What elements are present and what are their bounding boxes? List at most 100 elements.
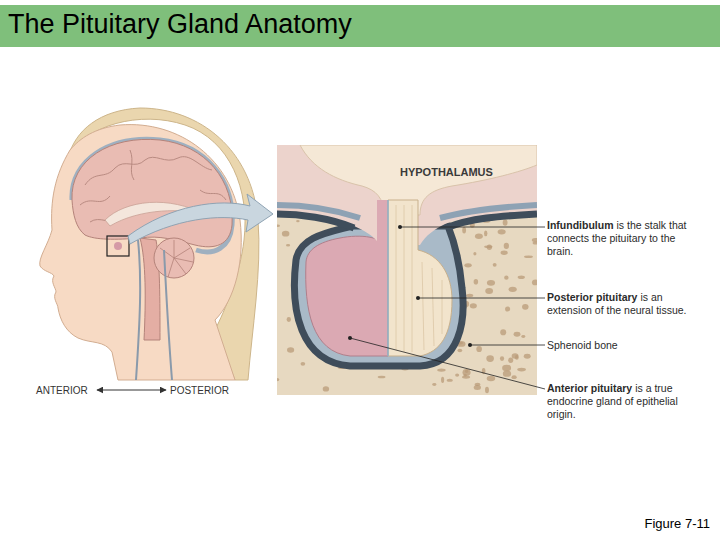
label-text: HYPOTHALAMUS bbox=[400, 166, 493, 178]
stalk-divider bbox=[387, 200, 389, 356]
bone-pore bbox=[509, 287, 517, 292]
bone-pore bbox=[484, 245, 492, 248]
bone-pore bbox=[464, 263, 471, 267]
leader-dot bbox=[398, 225, 402, 229]
bone-pore bbox=[512, 375, 517, 379]
bone-pore bbox=[502, 365, 511, 372]
zoom-arrow bbox=[128, 194, 273, 244]
bone-pore bbox=[500, 329, 506, 335]
pituitary-small bbox=[114, 242, 122, 250]
leader-line bbox=[400, 227, 545, 228]
spinal-canal bbox=[136, 240, 172, 380]
bone-pore bbox=[287, 347, 294, 353]
bone-pore bbox=[493, 263, 497, 267]
bone-pore bbox=[500, 356, 504, 361]
bone-pore bbox=[474, 385, 481, 390]
term-label: Anterior pituitary bbox=[547, 382, 632, 394]
bone-pore bbox=[503, 370, 511, 376]
bone-pore bbox=[508, 358, 513, 363]
bone-pore bbox=[286, 244, 290, 247]
text-block: Sphenoid bone bbox=[547, 339, 697, 352]
sphenoid-bone bbox=[277, 195, 537, 395]
bone-pore bbox=[277, 224, 280, 226]
cerebellum bbox=[154, 238, 194, 278]
pars-tuberalis bbox=[377, 200, 388, 260]
bone-pore bbox=[487, 280, 495, 286]
bone-pore bbox=[287, 317, 291, 322]
bone-pore bbox=[521, 335, 525, 338]
slide-title: The Pituitary Gland Anatomy bbox=[8, 9, 352, 40]
bone-pore bbox=[503, 219, 508, 225]
bone-pore bbox=[301, 362, 306, 366]
term-label: Posterior pituitary bbox=[547, 291, 637, 303]
bone-pore bbox=[504, 276, 508, 280]
bone-pore bbox=[518, 276, 525, 280]
bone-pore bbox=[501, 251, 508, 255]
bone-pore bbox=[462, 227, 466, 234]
title-bar bbox=[0, 5, 720, 47]
bone-pore bbox=[474, 279, 478, 285]
zoom-box bbox=[107, 236, 129, 256]
bone-pore bbox=[441, 377, 444, 383]
term-label: Infundibulum bbox=[547, 219, 613, 231]
leader-dot bbox=[416, 296, 420, 300]
text-block: Infundibulumis the stalk that connects t… bbox=[547, 219, 697, 258]
bone-pore bbox=[470, 303, 477, 308]
text-block: Posterior pituitaryis an extension of th… bbox=[547, 291, 697, 317]
skull bbox=[72, 139, 232, 252]
bone-pore bbox=[524, 255, 533, 258]
bone-pore bbox=[462, 369, 470, 376]
leader-dot bbox=[468, 343, 472, 347]
direction-arrow bbox=[97, 390, 166, 391]
bone-pore bbox=[296, 220, 300, 222]
bone-pores bbox=[277, 199, 537, 394]
label-text: POSTERIOR bbox=[170, 385, 229, 396]
bone-pore bbox=[498, 229, 506, 234]
bone-pore bbox=[455, 373, 459, 376]
bone-pore bbox=[532, 238, 537, 242]
bone-pore bbox=[378, 376, 386, 378]
bone-pore bbox=[522, 304, 529, 310]
bone-pore bbox=[277, 378, 279, 381]
leader-line bbox=[418, 298, 545, 299]
gyri bbox=[85, 157, 212, 185]
bone-pore bbox=[475, 233, 483, 238]
bone-pore bbox=[457, 349, 462, 353]
head-profile bbox=[40, 125, 242, 380]
bone-pore bbox=[432, 383, 436, 386]
bone-pore bbox=[447, 379, 453, 382]
bone-pore bbox=[437, 368, 446, 371]
bone-pore bbox=[485, 387, 489, 393]
posterior-pituitary bbox=[388, 200, 452, 356]
bone-pore bbox=[476, 346, 482, 352]
bone-pore bbox=[282, 231, 290, 237]
bone-pore bbox=[514, 332, 521, 337]
label-text: Sphenoid bone bbox=[547, 339, 618, 351]
text-block: ANTERIOR bbox=[36, 384, 106, 397]
bone-pore bbox=[517, 368, 526, 372]
text-block: HYPOTHALAMUS bbox=[400, 166, 530, 179]
bone-pore bbox=[485, 288, 493, 294]
bone-pore bbox=[323, 386, 329, 391]
figure-caption: Figure 7-11 bbox=[644, 516, 710, 531]
bone-pore bbox=[484, 231, 487, 237]
text-block: Anterior pituitaryis a true endocrine gl… bbox=[547, 382, 697, 421]
leader-dots bbox=[348, 225, 472, 347]
bone-pore bbox=[524, 354, 531, 359]
bone-pore bbox=[466, 294, 473, 297]
label-text: ANTERIOR bbox=[36, 385, 88, 396]
bone-pore bbox=[473, 252, 476, 255]
bone-pore bbox=[505, 306, 510, 311]
leader-dot bbox=[348, 336, 352, 340]
bone-pore bbox=[487, 376, 495, 381]
bone-pore bbox=[462, 375, 470, 378]
bone-pore bbox=[486, 355, 494, 362]
leader-line bbox=[350, 338, 545, 389]
bone-pore bbox=[504, 243, 509, 249]
zoom-panel bbox=[277, 145, 537, 395]
anterior-pituitary bbox=[306, 236, 388, 356]
bone-pore bbox=[512, 353, 519, 359]
leader-line bbox=[470, 345, 545, 346]
